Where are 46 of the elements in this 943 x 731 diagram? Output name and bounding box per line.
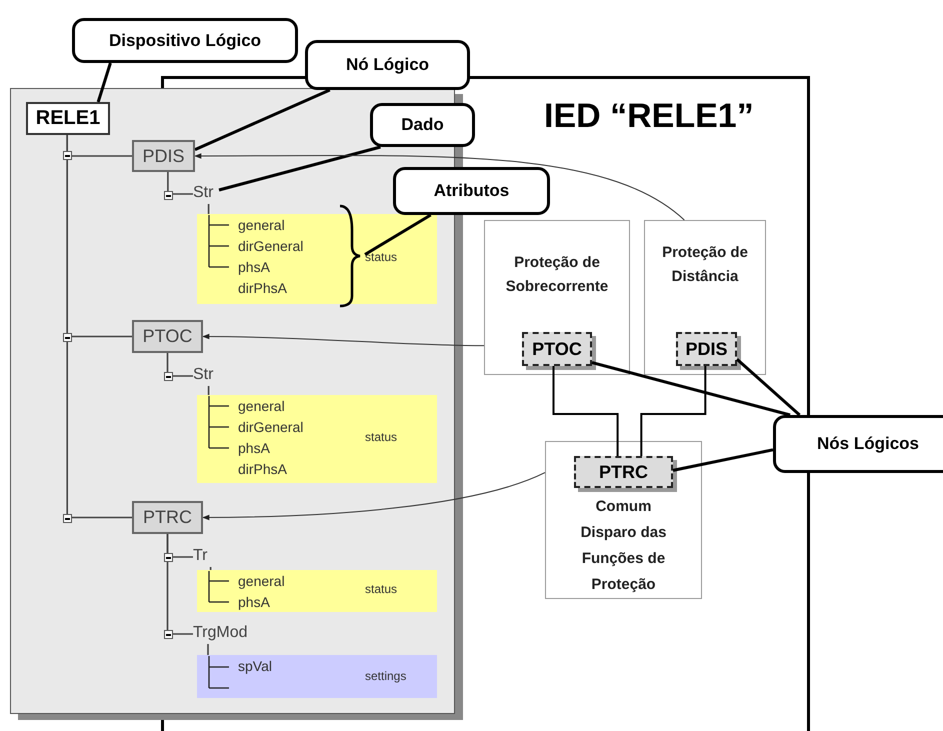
attribute-name: dirGeneral [238, 419, 304, 435]
attribute-name: general [238, 398, 285, 414]
attribute-name: phsA [238, 259, 270, 275]
tree-line [166, 534, 193, 635]
group-label: status [365, 430, 398, 444]
arrow [202, 334, 484, 346]
group-label: status [365, 582, 398, 596]
tree-label: Tr [193, 547, 215, 567]
logical-node-box: PTOC [132, 320, 203, 353]
tree-label: TrgMod [193, 624, 253, 644]
device-box: RELE1 [26, 102, 110, 135]
arrow [202, 472, 546, 520]
attribute-name: dirPhsA [238, 461, 288, 477]
function-label: Proteção de Sobrecorrente [504, 253, 610, 297]
attribute-name: dirPhsA [238, 280, 288, 296]
tree-line [208, 204, 210, 214]
attribute-name: phsA [238, 594, 270, 610]
group-label: status [365, 250, 398, 264]
function-box [545, 441, 702, 599]
tree-line [167, 172, 193, 195]
attribute-name: spVal [238, 658, 272, 674]
function-label: Comum Disparo das Funções de Proteção [580, 497, 668, 595]
tree-label: Str [193, 184, 219, 204]
callout-bubble: Dispositivo Lógico [72, 18, 298, 63]
attribute-name: general [238, 217, 285, 233]
frame-title: IED “RELE1” [544, 97, 754, 136]
tree-label: Str [193, 366, 219, 386]
tree-line [66, 135, 132, 518]
logical-node-box: PDIS [132, 140, 195, 172]
callout-bubble: Nó Lógico [305, 40, 470, 90]
attribute-name: dirGeneral [238, 238, 304, 254]
tree-line [207, 644, 209, 655]
logical-node-box: PTRC [132, 501, 203, 534]
connector-line [552, 366, 619, 456]
function-box [644, 220, 766, 375]
tree-line [210, 567, 212, 570]
function-label: Proteção de Distância [661, 243, 749, 287]
connector-line [640, 366, 706, 456]
attribute-name: phsA [238, 440, 270, 456]
group-label: settings [365, 669, 406, 683]
function-box [484, 220, 630, 375]
arrow [194, 153, 685, 220]
tree-line [166, 353, 193, 377]
callout-bubble: Nós Lógicos [773, 415, 943, 473]
tree-line [208, 386, 210, 395]
attribute-name: general [238, 573, 285, 589]
